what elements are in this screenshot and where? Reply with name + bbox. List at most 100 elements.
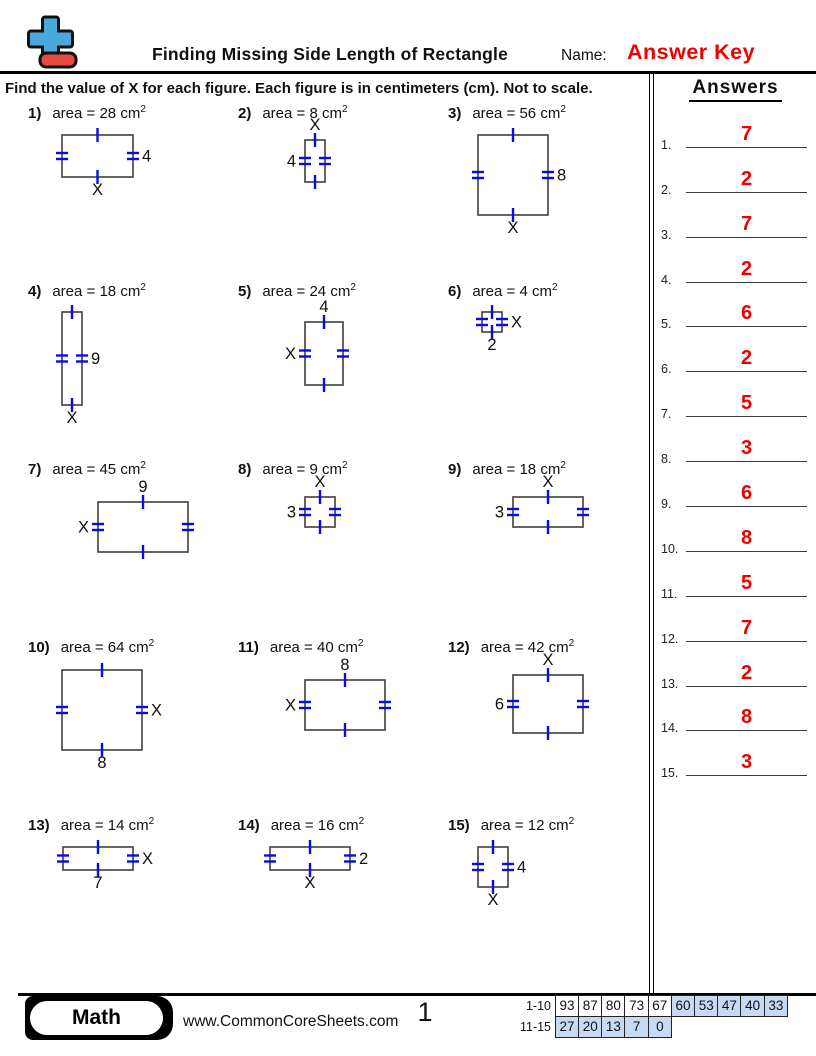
- side-label: X: [309, 116, 320, 134]
- rectangle-shape: [61, 669, 143, 751]
- problem-area-text: area = 14 cm2: [60, 816, 155, 834]
- side-label: X: [285, 697, 296, 715]
- problem-area-text: area = 42 cm2: [480, 638, 575, 656]
- side-label: X: [511, 314, 522, 332]
- side-label: 3: [495, 504, 504, 522]
- problem-header: 10)area = 64 cm2: [28, 636, 238, 656]
- header-divider: [0, 71, 816, 74]
- side-label: 9: [138, 478, 147, 496]
- problem-number: 2): [238, 105, 252, 122]
- answer-blank-line: [686, 550, 807, 552]
- score-cell: 93: [554, 995, 580, 1017]
- problem-number: 3): [448, 105, 462, 122]
- side-label: X: [285, 345, 296, 363]
- answer-row: 7.5: [657, 379, 814, 424]
- problem-header: 5)area = 24 cm2: [238, 280, 448, 300]
- answer-number: 6.: [661, 362, 672, 377]
- area-exponent: 2: [551, 282, 558, 293]
- answer-number: 7.: [661, 407, 672, 422]
- side-label: X: [92, 181, 103, 199]
- problem-area-text: area = 16 cm2: [270, 816, 365, 834]
- answer-number: 3.: [661, 227, 672, 242]
- answer-number: 14.: [661, 721, 679, 736]
- problem-header: 15)area = 12 cm2: [448, 814, 650, 834]
- side-label: X: [542, 651, 553, 669]
- area-exponent: 2: [140, 460, 146, 471]
- problem-area-text: area = 8 cm2: [262, 104, 348, 122]
- answer-blank-line: [686, 506, 807, 508]
- figure-svg: X9: [56, 305, 100, 427]
- answer-row: 9.6: [657, 469, 814, 514]
- figure-svg: 7X: [57, 840, 153, 892]
- score-cell: 87: [578, 995, 603, 1017]
- side-label: 7: [93, 874, 102, 892]
- area-exponent: 2: [350, 282, 356, 293]
- problem-number: 8): [238, 461, 252, 478]
- score-cell: 7: [624, 1015, 649, 1038]
- score-cell: 67: [647, 995, 673, 1017]
- answer-value: 7: [740, 212, 753, 235]
- figure-svg: X4: [287, 116, 331, 189]
- website-text: www.CommonCoreSheets.com: [183, 1013, 399, 1030]
- answer-number: 11.: [661, 586, 678, 601]
- problem-area-text: area = 12 cm2: [480, 816, 575, 834]
- plus-minus-logo-icon: [24, 14, 80, 77]
- answer-blank-line: [686, 640, 807, 642]
- answer-value: 3: [740, 751, 753, 774]
- answer-number: 2.: [661, 182, 672, 197]
- problem-number: 13): [28, 817, 50, 834]
- answer-blank-line: [686, 775, 807, 777]
- answer-row: 1.7: [657, 110, 814, 155]
- figure-svg: X3: [287, 473, 341, 534]
- answer-value: 5: [740, 392, 753, 415]
- answer-row: 8.3: [657, 424, 814, 469]
- subject-badge: Math: [25, 996, 173, 1040]
- side-label: X: [314, 473, 325, 491]
- side-label: 8: [97, 754, 106, 772]
- problem-area-text: area = 40 cm2: [269, 638, 364, 656]
- footer-divider: [18, 993, 816, 996]
- instruction-text: Find the value of X for each figure. Eac…: [5, 80, 593, 97]
- problem-header: 8)area = 9 cm2: [238, 458, 448, 478]
- subject-label: Math: [30, 1001, 163, 1035]
- logo-svg: [27, 15, 78, 69]
- problem-header: 1)area = 28 cm2: [28, 102, 238, 122]
- answer-number: 5.: [661, 317, 672, 332]
- rectangle-shape: [304, 679, 386, 731]
- answer-key-label: Answer Key: [627, 40, 756, 64]
- answers-divider-line: [649, 74, 654, 994]
- side-label: X: [151, 702, 162, 720]
- answer-value: 7: [740, 122, 753, 145]
- side-label: X: [542, 473, 553, 491]
- area-exponent: 2: [148, 816, 155, 827]
- problem-number: 9): [448, 461, 462, 478]
- answer-number: 12.: [661, 631, 679, 646]
- answer-number: 15.: [661, 766, 679, 781]
- problem-area-text: area = 45 cm2: [52, 460, 146, 478]
- answer-value: 2: [740, 167, 753, 190]
- figure-svg: X4: [56, 128, 151, 199]
- problem-area-text: area = 18 cm2: [472, 460, 566, 478]
- answer-value: 3: [740, 437, 753, 460]
- page-number: 1: [417, 997, 433, 1027]
- answer-row: 10.8: [657, 514, 814, 559]
- figure-svg: X4: [472, 840, 526, 909]
- side-label: 2: [359, 850, 368, 868]
- problem-number: 4): [28, 283, 42, 300]
- figure-svg: X8: [472, 128, 566, 237]
- answer-number: 1.: [661, 137, 672, 152]
- problem-number: 12): [448, 639, 470, 656]
- figure-svg: 4X: [285, 298, 349, 392]
- area-exponent: 2: [140, 104, 146, 115]
- side-label: X: [304, 874, 315, 892]
